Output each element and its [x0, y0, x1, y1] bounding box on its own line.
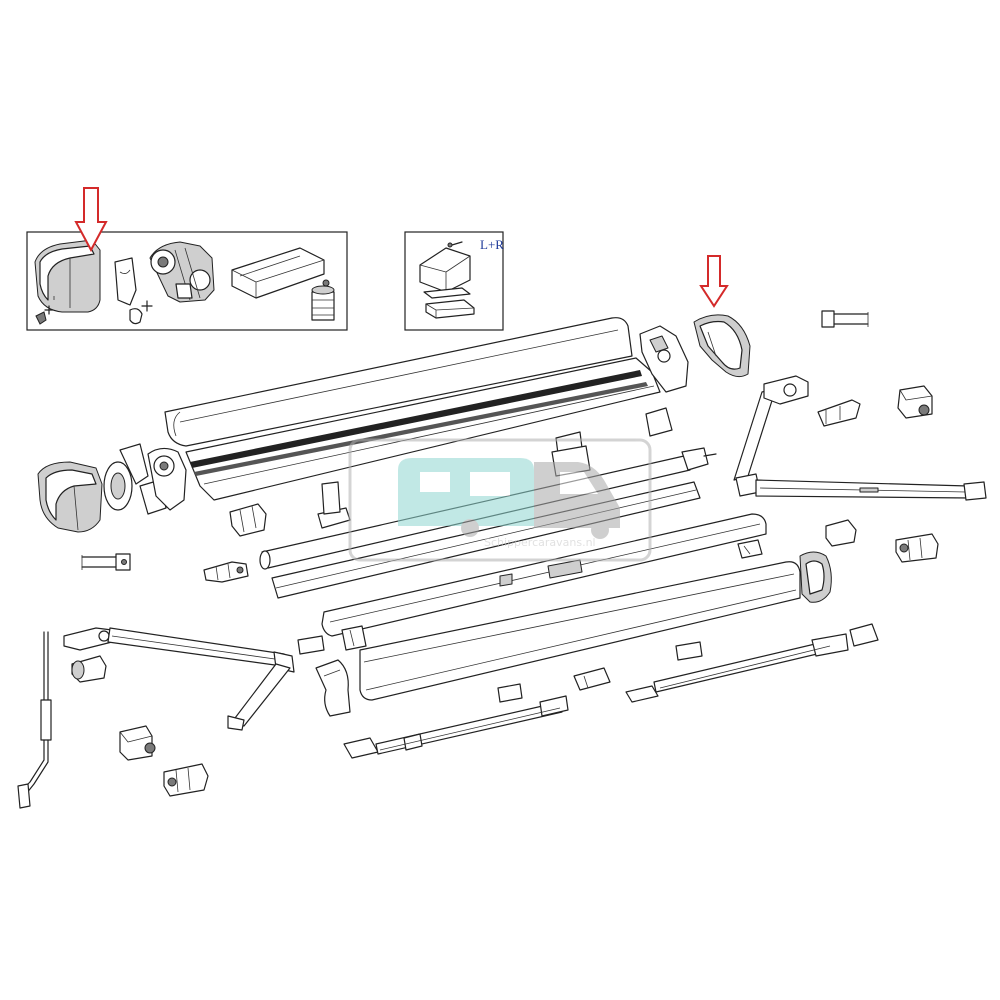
arm-joint-cap [71, 655, 107, 683]
down-arrow-icon [74, 187, 108, 253]
mounting-bracket-8 [497, 683, 523, 703]
mounting-bracket-2 [317, 481, 351, 529]
telescopic-rail-lower [343, 695, 569, 759]
mounting-bracket-11 [849, 623, 879, 647]
wall-bracket-left [119, 725, 156, 761]
inset-pad-upper [423, 287, 471, 299]
inset-pad-lower [425, 299, 475, 319]
front-profile-large [359, 561, 801, 701]
wall-bracket-right-top [897, 385, 933, 419]
mounting-bracket-1 [229, 503, 267, 537]
down-arrow-icon [699, 255, 729, 308]
inset-gear-motor [149, 241, 215, 303]
left-drive-unit [103, 443, 187, 515]
right-arm [733, 375, 987, 501]
inset-control-box [231, 247, 325, 299]
right-end-cap-inner [639, 325, 689, 393]
inset-bracket [114, 257, 153, 325]
mounting-bracket-6 [341, 625, 367, 651]
pin-bracket-top-right [821, 310, 869, 328]
inset-wedge-bracket [419, 241, 471, 293]
watermark-text: Schippercaravans.nl [484, 536, 596, 549]
left-end-cover [37, 461, 103, 533]
wall-bracket-left-lower [163, 763, 209, 797]
mounting-bracket-5 [297, 635, 325, 655]
telescopic-rail-right [625, 633, 849, 703]
front-profile-end-cap [799, 551, 832, 603]
inset-side-label: L+R [480, 237, 504, 252]
pin-bracket-left [81, 553, 131, 571]
clip-part-right [817, 399, 861, 427]
front-bar-upper [321, 513, 767, 637]
crank-handle [17, 631, 52, 809]
mounting-bracket-7 [825, 519, 857, 547]
inset-end-cap [34, 239, 101, 313]
bar-end-bracket-right [737, 539, 763, 559]
left-arm [63, 627, 295, 731]
inset-box-left [26, 187, 348, 331]
right-end-cap-cover [693, 314, 751, 378]
front-profile-left-cap [315, 659, 351, 717]
caravan-watermark-logo: Schippercaravans.nl [348, 438, 652, 562]
roller-end-left [203, 561, 249, 583]
front-profile [185, 357, 661, 501]
inset-box-right: L+R [404, 231, 504, 331]
mounting-bracket-4 [645, 407, 673, 437]
inset-cylinder [311, 279, 335, 321]
inset-screw [35, 305, 54, 325]
cassette-cover [164, 317, 633, 447]
mounting-bracket-10 [675, 641, 703, 661]
mounting-bracket-9 [573, 667, 611, 691]
wall-bracket-right-bottom [895, 533, 939, 563]
